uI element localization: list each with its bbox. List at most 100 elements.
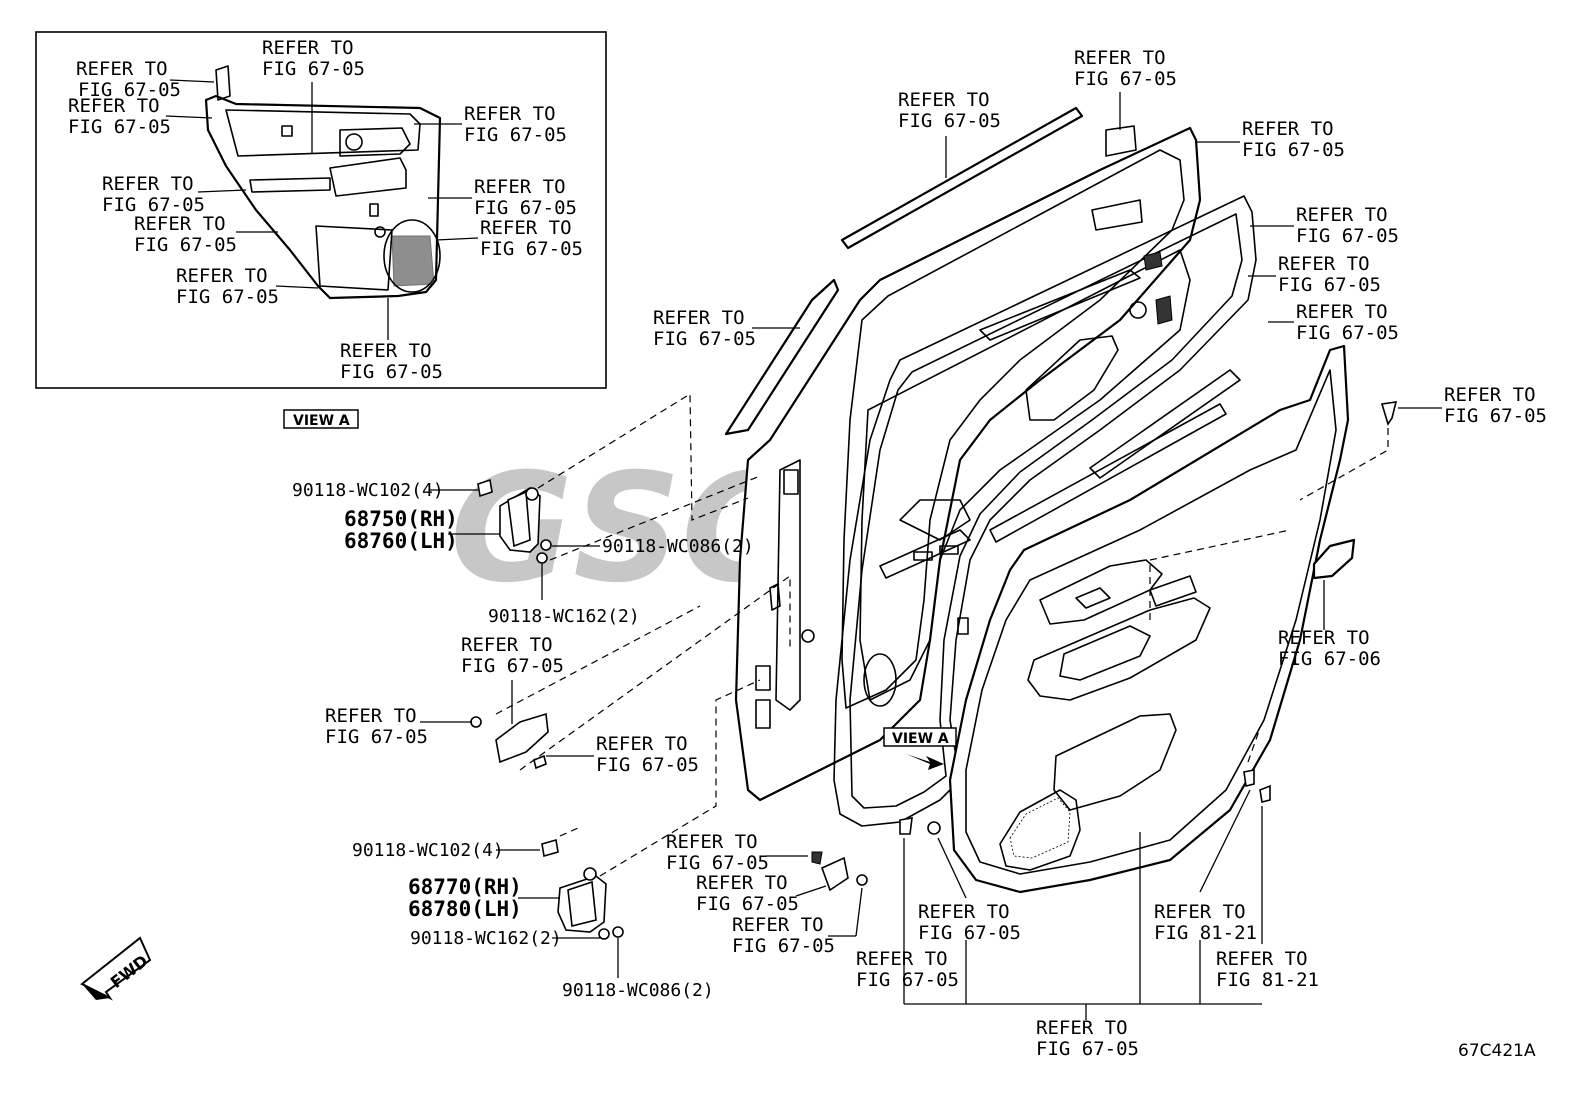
refer-label: REFER TO FIG 67-05 <box>1242 118 1345 161</box>
svg-text:REFER TO: REFER TO <box>1216 948 1308 970</box>
svg-text:FIG 67-05: FIG 67-05 <box>596 754 699 776</box>
svg-text:FIG 67-05: FIG 67-05 <box>176 286 279 308</box>
svg-text:FIG 67-05: FIG 67-05 <box>1074 68 1177 90</box>
inset-refer-label: REFER TO FIG 67-05 <box>480 217 583 260</box>
inset-refer-label: REFER TO FIG 67-05 <box>176 265 279 308</box>
svg-text:FIG 67-05: FIG 67-05 <box>732 935 835 957</box>
refer-label: REFER TO FIG 67-05 <box>596 733 699 776</box>
svg-text:FIG 81-21: FIG 81-21 <box>1154 922 1257 944</box>
part-number: 90118-WC086(2) <box>562 980 714 1001</box>
inset-refer-label: REFER TO FIG 67-05 <box>76 58 181 101</box>
refer-label: REFER TO FIG 67-05 <box>696 872 799 915</box>
upper-hinge-assembly <box>477 478 552 564</box>
svg-text:REFER TO: REFER TO <box>1154 901 1246 923</box>
refer-label-bottom: REFER TO FIG 67-05 <box>1036 1017 1139 1060</box>
svg-text:FIG 67-05: FIG 67-05 <box>1036 1038 1139 1060</box>
lower-hinge-assembly <box>541 838 624 940</box>
refer-label: REFER TO FIG 67-05 <box>1444 384 1547 427</box>
fasteners <box>811 401 1398 892</box>
svg-text:FIG 67-05: FIG 67-05 <box>464 124 567 146</box>
svg-text:FIG 67-06: FIG 67-06 <box>1278 648 1381 670</box>
svg-text:FIG 67-05: FIG 67-05 <box>856 969 959 991</box>
part-number: 68780(LH) <box>408 897 522 921</box>
svg-text:REFER TO: REFER TO <box>1444 384 1536 406</box>
svg-text:REFER TO: REFER TO <box>325 705 417 727</box>
svg-text:FIG 67-05: FIG 67-05 <box>653 328 756 350</box>
inset-door-trim-panel <box>204 65 442 300</box>
part-number: 90118-WC102(4) <box>292 480 444 501</box>
main-leaders <box>420 92 1442 1020</box>
refer-label: REFER TO FIG 67-05 <box>1278 253 1381 296</box>
svg-text:REFER TO: REFER TO <box>696 872 788 894</box>
svg-text:REFER TO: REFER TO <box>134 213 226 235</box>
svg-text:REFER TO: REFER TO <box>596 733 688 755</box>
svg-text:FIG 67-05: FIG 67-05 <box>68 116 171 138</box>
part-number: 68770(RH) <box>408 875 522 899</box>
refer-label: REFER TO FIG 67-05 <box>653 307 756 350</box>
svg-text:FIG 67-05: FIG 67-05 <box>918 922 1021 944</box>
part-number: 90118-WC086(2) <box>602 536 754 557</box>
inset-leaders <box>165 79 479 340</box>
refer-label: REFER TO FIG 67-05 <box>732 914 835 957</box>
svg-text:FIG 67-05: FIG 67-05 <box>898 110 1001 132</box>
view-a-callout: VIEW A <box>883 727 957 770</box>
door-trim-board <box>948 344 1350 894</box>
svg-text:REFER TO: REFER TO <box>474 176 566 198</box>
inset-refer-label: REFER TO FIG 67-05 <box>474 176 577 219</box>
svg-text:FIG 67-05: FIG 67-05 <box>474 197 577 219</box>
svg-text:REFER TO: REFER TO <box>1242 118 1334 140</box>
svg-text:FIG 67-05: FIG 67-05 <box>1242 139 1345 161</box>
part-number: 90118-WC162(2) <box>410 928 562 949</box>
door-inner-panel <box>859 249 1241 707</box>
svg-text:FIG 67-05: FIG 67-05 <box>1296 225 1399 247</box>
svg-text:REFER TO: REFER TO <box>653 307 745 329</box>
svg-text:REFER TO: REFER TO <box>918 901 1010 923</box>
svg-text:VIEW A: VIEW A <box>892 731 949 747</box>
svg-text:FIG 67-05: FIG 67-05 <box>666 852 769 874</box>
figure-code: 67C421A <box>1458 1041 1536 1061</box>
refer-label: REFER TO FIG 67-05 <box>666 831 769 874</box>
refer-label: REFER TO FIG 67-05 <box>1296 204 1399 247</box>
part-number: 90118-WC162(2) <box>488 606 640 627</box>
svg-text:FIG 67-05: FIG 67-05 <box>1444 405 1547 427</box>
svg-text:REFER TO: REFER TO <box>1278 253 1370 275</box>
svg-text:FIG 67-05: FIG 67-05 <box>461 655 564 677</box>
fwd-arrow: FWD <box>80 936 151 1001</box>
svg-text:FIG 67-05: FIG 67-05 <box>262 58 365 80</box>
inset-refer-label: REFER TO FIG 67-05 <box>340 340 443 383</box>
part-number: 90118-WC102(4) <box>352 840 504 861</box>
svg-text:REFER TO: REFER TO <box>1296 204 1388 226</box>
refer-label: REFER TO FIG 67-05 <box>918 901 1021 944</box>
inset-refer-label: REFER TO FIG 67-05 <box>262 37 365 80</box>
inset-refer-label: REFER TO FIG 67-05 <box>102 173 205 216</box>
door-trim-clip <box>1312 538 1356 580</box>
svg-text:FIG 67-05: FIG 67-05 <box>340 361 443 383</box>
svg-text:FIG 67-05: FIG 67-05 <box>134 234 237 256</box>
svg-text:REFER TO: REFER TO <box>340 340 432 362</box>
part-number-labels: 90118-WC102(4) 68750(RH) 68760(LH) 90118… <box>292 480 754 1001</box>
refer-label: REFER TO FIG 67-06 <box>1278 627 1381 670</box>
svg-text:REFER TO: REFER TO <box>898 89 990 111</box>
view-a-tag: VIEW A <box>283 409 359 429</box>
svg-text:REFER TO: REFER TO <box>1278 627 1370 649</box>
svg-text:REFER TO: REFER TO <box>1296 301 1388 323</box>
svg-text:REFER TO: REFER TO <box>480 217 572 239</box>
door-weatherstrip <box>833 195 1257 827</box>
svg-text:FIG 67-05: FIG 67-05 <box>696 893 799 915</box>
svg-text:REFER TO: REFER TO <box>176 265 268 287</box>
svg-text:REFER TO: REFER TO <box>68 95 160 117</box>
svg-text:REFER TO: REFER TO <box>461 634 553 656</box>
svg-text:FIG 81-21: FIG 81-21 <box>1216 969 1319 991</box>
inset-refer-label: REFER TO FIG 67-05 <box>134 213 237 256</box>
svg-text:REFER TO: REFER TO <box>76 58 168 80</box>
svg-text:FIG 67-05: FIG 67-05 <box>1296 322 1399 344</box>
refer-label: REFER TO FIG 81-21 <box>1216 948 1319 991</box>
door-frame <box>734 125 1202 802</box>
svg-text:FIG 67-05: FIG 67-05 <box>480 238 583 260</box>
refer-label: REFER TO FIG 67-05 <box>1296 301 1399 344</box>
svg-text:REFER TO: REFER TO <box>666 831 758 853</box>
svg-text:REFER TO: REFER TO <box>856 948 948 970</box>
svg-text:REFER TO: REFER TO <box>102 173 194 195</box>
view-a-inset: REFER TO FIG 67-05 REFER TO FIG 67-05 RE… <box>35 31 607 389</box>
